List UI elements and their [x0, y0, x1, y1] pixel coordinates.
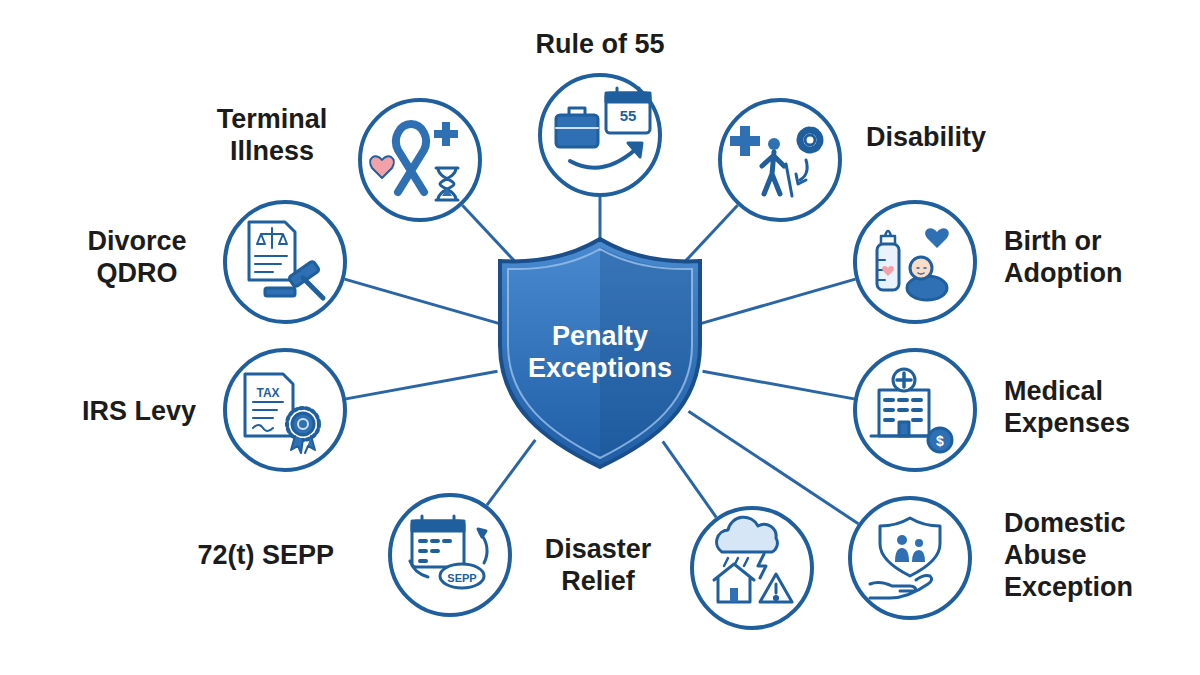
- icon-text: SEPP: [447, 572, 476, 584]
- exception-circle: Rule of 55: [538, 73, 662, 197]
- exception-label: Terminal Illness: [202, 104, 342, 168]
- icon-mark: SEPP: [447, 568, 476, 586]
- hospital-icon: [871, 369, 952, 452]
- exception-circle: Disability: [718, 98, 842, 222]
- legal-document-icon: [249, 222, 323, 298]
- exception-label: Birth or Adoption: [1004, 226, 1154, 290]
- connector-line: [700, 279, 855, 324]
- icon-text: TAX: [256, 386, 279, 400]
- protection-icon: [870, 518, 940, 598]
- disaster-icon: [714, 517, 792, 602]
- ribbon-icon: [370, 122, 458, 200]
- exception-circle: Birth or Adoption: [853, 200, 977, 324]
- exception-circle: IRS Levy: [223, 348, 347, 472]
- circle-outline: [690, 506, 814, 630]
- connector-line: [663, 441, 717, 517]
- schedule-icon: [410, 516, 487, 588]
- connector-line: [599, 197, 602, 241]
- connector-line: [345, 279, 500, 324]
- tax-document-icon: [245, 374, 319, 453]
- circle-outline: [853, 348, 977, 472]
- icon-text: 55: [620, 107, 637, 124]
- hub-title: Penalty Exceptions: [515, 321, 685, 385]
- connector-line: [688, 411, 858, 524]
- exception-label: Disaster Relief: [533, 534, 663, 598]
- baby-icon: [877, 228, 949, 300]
- exception-label: 72(t) SEPP: [197, 540, 334, 572]
- exception-circle: Divorce QDRO: [223, 200, 347, 324]
- exception-label: Rule of 55: [535, 29, 664, 61]
- exception-circle: Medical Expenses: [853, 348, 977, 472]
- connector-line: [703, 371, 854, 399]
- exception-circle: Domestic Abuse Exception: [848, 496, 972, 620]
- exception-circle: Terminal Illness: [358, 98, 482, 222]
- circle-outline: [388, 493, 512, 617]
- retirement-icon: [556, 88, 650, 168]
- exception-label: Disability: [866, 122, 986, 154]
- connector-line: [487, 440, 535, 505]
- exception-label: Domestic Abuse Exception: [1004, 508, 1154, 604]
- circle-outline: [848, 496, 972, 620]
- circle-outline: [853, 200, 977, 324]
- connector-line: [346, 371, 497, 399]
- circle-outline: [223, 200, 347, 324]
- icon-mark: $: [936, 432, 944, 450]
- hub-shield: Penalty Exceptions: [490, 235, 710, 470]
- exception-label: Divorce QDRO: [72, 226, 202, 290]
- disability-icon: [730, 126, 820, 196]
- exception-label: Medical Expenses: [1004, 376, 1154, 440]
- circle-outline: [538, 73, 662, 197]
- exception-label: IRS Levy: [82, 396, 196, 428]
- exception-circle: 72(t) SEPP: [388, 493, 512, 617]
- circle-outline: [358, 98, 482, 222]
- circle-outline: [223, 348, 347, 472]
- exception-circle: Disaster Relief: [690, 506, 814, 630]
- icon-text: $: [936, 433, 944, 449]
- circle-outline: [718, 98, 842, 222]
- icon-mark: 55: [620, 107, 637, 125]
- icon-mark: TAX: [256, 383, 279, 401]
